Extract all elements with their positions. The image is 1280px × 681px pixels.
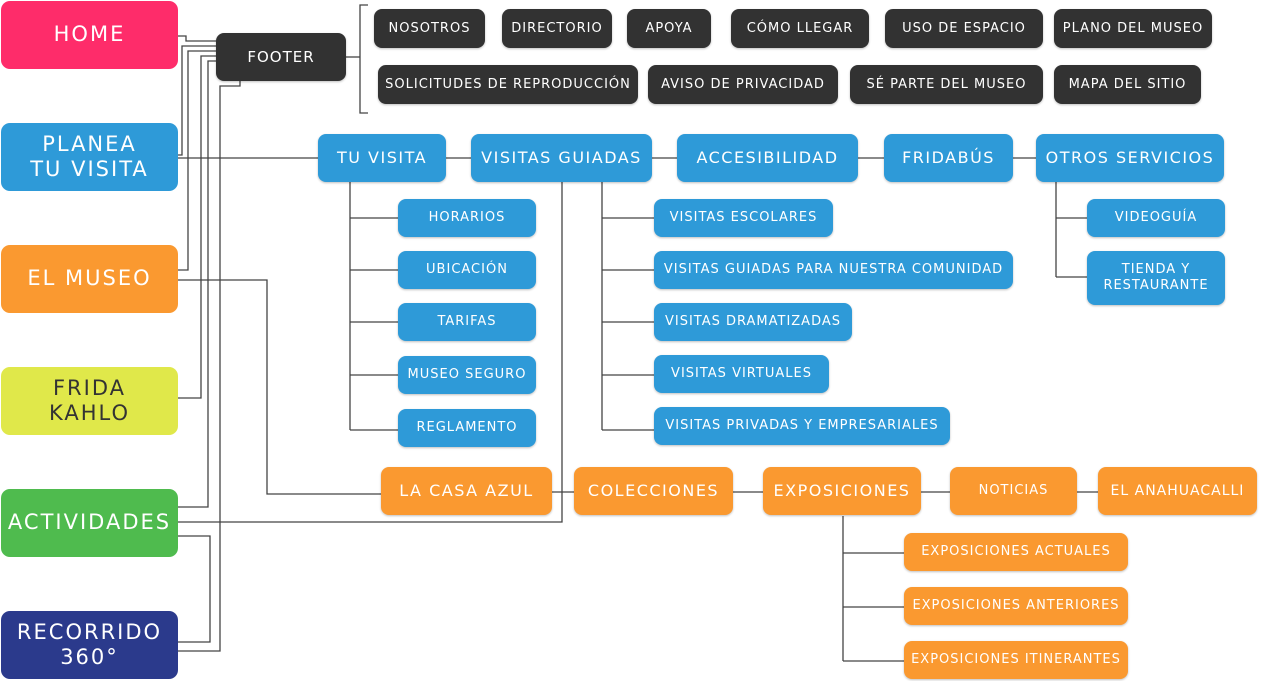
visitas-privadas-node[interactable]: VISITAS PRIVADAS Y EMPRESARIALES (654, 407, 950, 445)
la-casa-azul-node[interactable]: LA CASA AZUL (381, 467, 552, 515)
footer-item-nosotros[interactable]: NOSOTROS (374, 9, 485, 48)
reglamento-node[interactable]: REGLAMENTO (398, 409, 536, 447)
ubicacion-node[interactable]: UBICACIÓN (398, 251, 536, 289)
exposiciones-node[interactable]: EXPOSICIONES (763, 467, 921, 515)
videoguia-node[interactable]: VIDEOGUÍA (1087, 199, 1225, 237)
footer-item-apoya[interactable]: APOYA (627, 9, 711, 48)
colecciones-node[interactable]: COLECCIONES (574, 467, 733, 515)
footer-item-solicitudes-reproduccion[interactable]: SOLICITUDES DE REPRODUCCIÓN (378, 65, 638, 104)
footer-item-aviso-privacidad[interactable]: AVISO DE PRIVACIDAD (648, 65, 838, 104)
exposiciones-actuales-node[interactable]: EXPOSICIONES ACTUALES (904, 533, 1128, 571)
visitas-guiadas-node[interactable]: VISITAS GUIADAS (471, 134, 652, 182)
footer-item-directorio[interactable]: DIRECTORIO (502, 9, 612, 48)
exposiciones-anteriores-node[interactable]: EXPOSICIONES ANTERIORES (904, 587, 1128, 625)
otros-servicios-node[interactable]: OTROS SERVICIOS (1036, 134, 1224, 182)
footer-item-como-llegar[interactable]: CÓMO LLEGAR (731, 9, 869, 48)
el-museo-node[interactable]: EL MUSEO (1, 245, 178, 313)
footer-item-mapa-del-sitio[interactable]: MAPA DEL SITIO (1054, 65, 1201, 104)
tarifas-node[interactable]: TARIFAS (398, 303, 536, 341)
visitas-comunidad-node[interactable]: VISITAS GUIADAS PARA NUESTRA COMUNIDAD (654, 251, 1013, 289)
visitas-dramatizadas-node[interactable]: VISITAS DRAMATIZADAS (654, 303, 852, 341)
tu-visita-node[interactable]: TU VISITA (318, 134, 446, 182)
visitas-virtuales-node[interactable]: VISITAS VIRTUALES (654, 355, 829, 393)
accesibilidad-node[interactable]: ACCESIBILIDAD (677, 134, 858, 182)
footer-item-uso-de-espacio[interactable]: USO DE ESPACIO (885, 9, 1043, 48)
museo-seguro-node[interactable]: MUSEO SEGURO (398, 356, 536, 394)
recorrido-360-node[interactable]: RECORRIDO 360° (1, 611, 178, 679)
el-anahuacalli-node[interactable]: EL ANAHUACALLI (1098, 467, 1257, 515)
footer-node[interactable]: FOOTER (216, 33, 346, 81)
horarios-node[interactable]: HORARIOS (398, 199, 536, 237)
frida-kahlo-node[interactable]: FRIDA KAHLO (1, 367, 178, 435)
visitas-escolares-node[interactable]: VISITAS ESCOLARES (654, 199, 833, 237)
planea-tu-visita-node[interactable]: PLANEA TU VISITA (1, 123, 178, 191)
home-node[interactable]: HOME (1, 1, 178, 69)
tienda-restaurante-node[interactable]: TIENDA Y RESTAURANTE (1087, 251, 1225, 305)
footer-item-se-parte[interactable]: SÉ PARTE DEL MUSEO (850, 65, 1043, 104)
footer-item-plano-del-museo[interactable]: PLANO DEL MUSEO (1054, 9, 1212, 48)
fridabus-node[interactable]: FRIDABÚS (884, 134, 1013, 182)
noticias-node[interactable]: NOTICIAS (950, 467, 1077, 515)
exposiciones-itinerantes-node[interactable]: EXPOSICIONES ITINERANTES (904, 641, 1128, 679)
actividades-node[interactable]: ACTIVIDADES (1, 489, 178, 557)
